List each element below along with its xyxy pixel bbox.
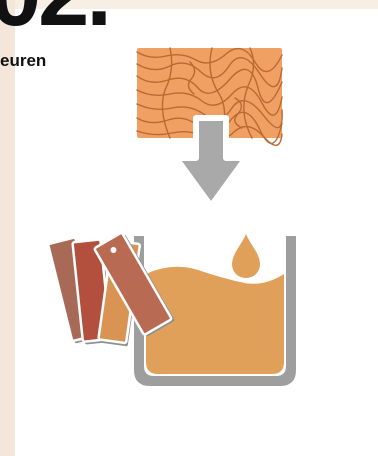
- color-swatches-icon: [48, 231, 175, 346]
- drop-icon: [232, 234, 260, 278]
